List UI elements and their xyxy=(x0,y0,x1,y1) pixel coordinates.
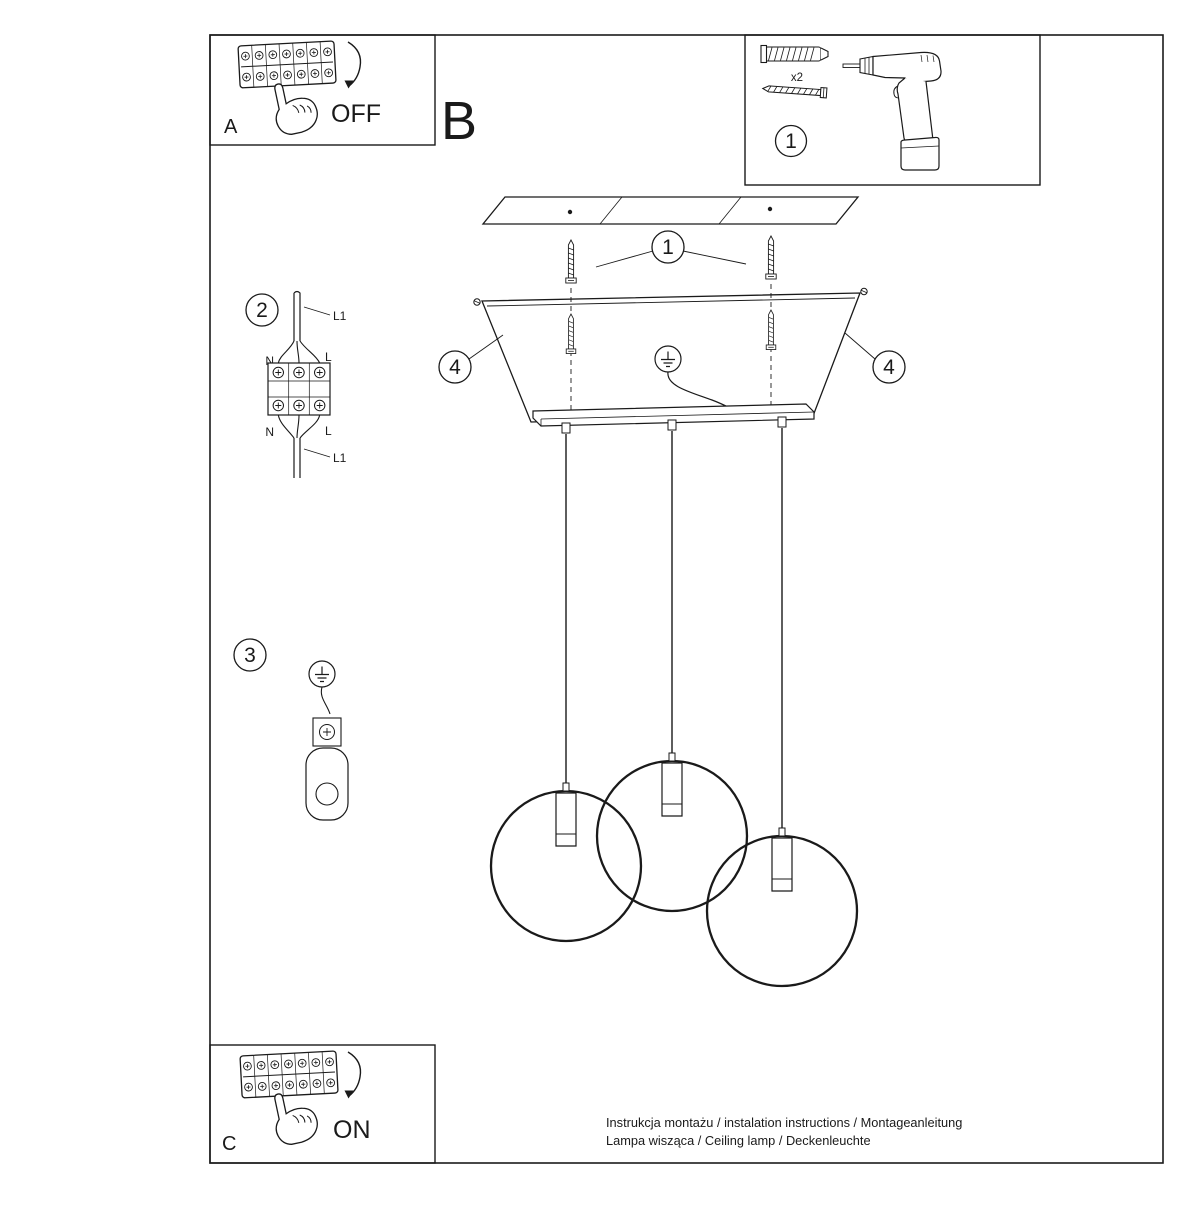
lamp-base-bar xyxy=(532,403,815,427)
step2-badge: 2 xyxy=(256,299,268,322)
strap-screw-left xyxy=(473,298,481,306)
panel-c-state-label: ON xyxy=(333,1116,371,1144)
step3-badge: 3 xyxy=(244,644,256,667)
assembly-step-badge: 1 xyxy=(662,236,674,259)
parts-box-content: x2 1 xyxy=(760,44,942,171)
wire-label-l-out: L xyxy=(325,424,332,438)
junction-block-icon xyxy=(267,362,331,416)
ring-lamp-3 xyxy=(705,826,859,988)
cord-grip-1 xyxy=(561,422,571,434)
canopy-callout-left-circle xyxy=(438,350,472,384)
canopy-callout-left: 4 xyxy=(449,356,461,379)
callout1-leader-left xyxy=(595,250,654,268)
callout1-leader-right xyxy=(682,250,747,265)
earthing-step: 3 xyxy=(233,638,349,821)
panel-c-box xyxy=(209,1044,436,1164)
panel-a: A OFF xyxy=(224,40,381,138)
wire-label-l1-in: L1 xyxy=(333,309,347,323)
strap-screw-right xyxy=(860,287,868,296)
wire-label-l1-out: L1 xyxy=(333,451,347,465)
anchor-screw-left xyxy=(565,239,577,284)
canopy-callout-right: 4 xyxy=(883,356,895,379)
wire-label-n-out: N xyxy=(265,425,274,439)
terminal-strip-c-icon xyxy=(239,1050,339,1099)
anchor-screw-right xyxy=(765,235,777,280)
rotate-arrow-a-icon xyxy=(343,41,362,90)
step3-badge-circle xyxy=(233,638,267,672)
cord-grip-3 xyxy=(777,416,787,428)
callout4-leader-right xyxy=(844,332,876,360)
section-b-label: B xyxy=(441,91,477,151)
wire-label-l-in: L xyxy=(325,350,332,364)
mains-cable-out xyxy=(277,414,331,478)
pressing-hand-a-icon xyxy=(268,76,322,138)
terminal-strip-a-icon xyxy=(237,40,337,89)
pressing-hand-c-icon xyxy=(268,1086,322,1148)
earth-clamp-icon xyxy=(305,717,349,821)
assembly-step-badge-circle xyxy=(651,230,685,264)
ring-lamp-1 xyxy=(489,781,643,943)
panel-a-label: A xyxy=(224,116,238,138)
panel-c-label: C xyxy=(222,1133,236,1155)
callout4-leader-left xyxy=(468,334,504,360)
rotate-arrow-c-icon xyxy=(343,1051,362,1100)
earth-wire-step3 xyxy=(320,686,331,715)
mounting-screw-icon xyxy=(761,83,828,99)
drill-icon xyxy=(842,51,942,171)
panel-a-box xyxy=(209,34,436,146)
ring-lamp-2 xyxy=(595,751,749,913)
wire-label-n-in: N xyxy=(265,354,274,368)
earth-symbol-step3-icon xyxy=(308,660,336,688)
dowel-qty-label: x2 xyxy=(791,72,803,84)
parts-step-badge-circle xyxy=(774,124,808,158)
cord-grip-2 xyxy=(667,419,677,431)
footer-line1: Instrukcja montażu / instalation instruc… xyxy=(606,1115,962,1130)
wiring-diagram: 2 L1 N L N L L1 xyxy=(245,290,347,478)
mains-cable-in xyxy=(277,290,331,364)
mounting-strap xyxy=(486,297,856,307)
ceiling-plate xyxy=(481,196,860,225)
panel-a-state-label: OFF xyxy=(331,100,381,128)
canopy-callout-right-circle xyxy=(872,350,906,384)
parts-step-badge: 1 xyxy=(785,130,797,153)
assembly-diagram: 1 4 4 xyxy=(438,196,906,988)
main-border xyxy=(209,34,1164,1164)
footer-line2: Lampa wisząca / Ceiling lamp / Deckenleu… xyxy=(606,1133,871,1148)
parts-box xyxy=(744,34,1041,186)
wall-anchor-icon xyxy=(760,44,829,64)
earth-symbol-canopy-icon xyxy=(654,345,682,373)
panel-c: C ON xyxy=(222,1050,371,1155)
step2-badge-circle xyxy=(245,293,279,327)
